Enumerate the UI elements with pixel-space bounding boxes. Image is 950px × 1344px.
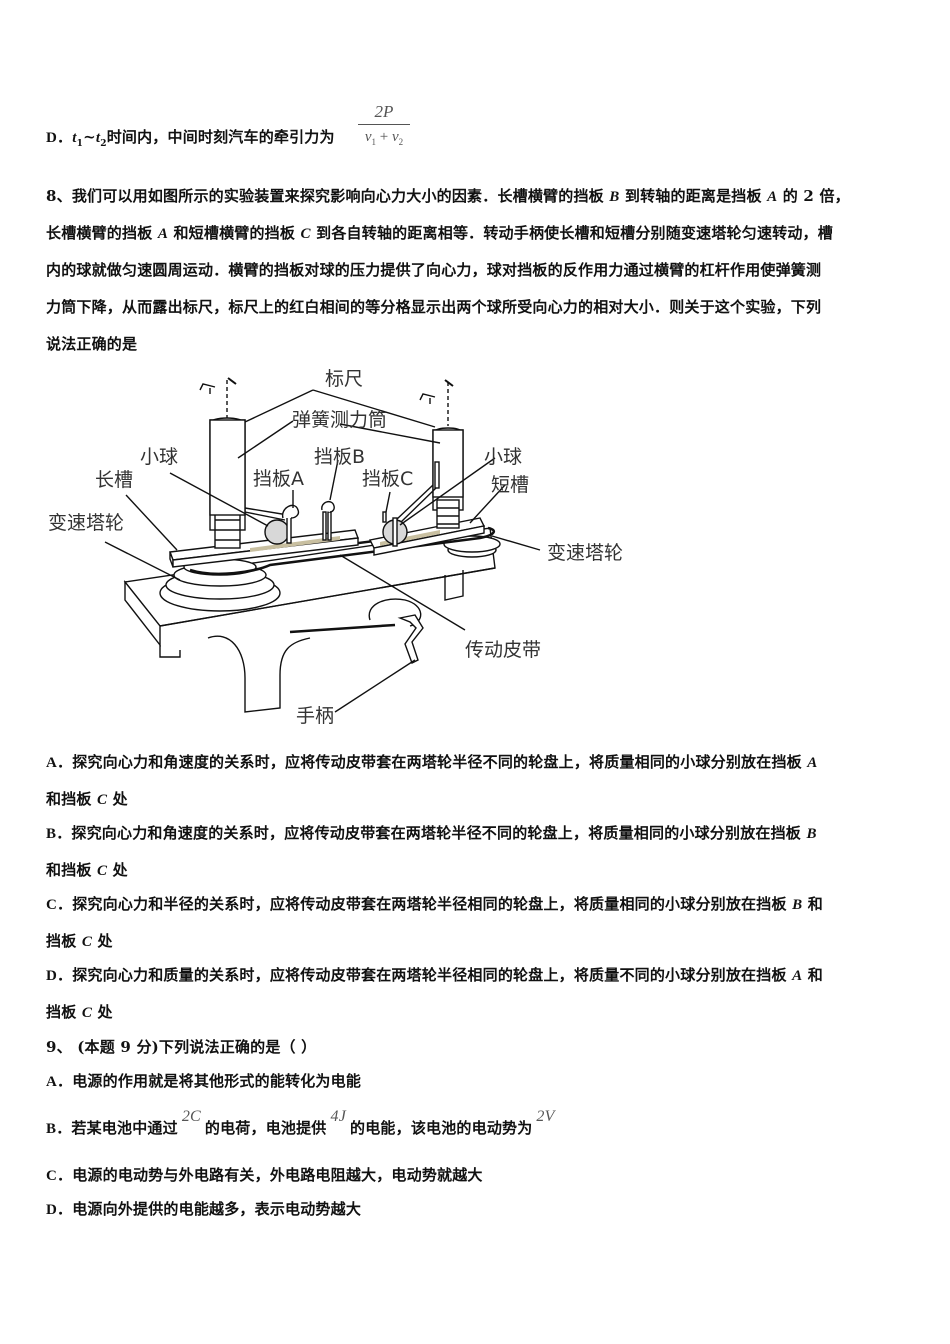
option-label: A． [46,1074,73,1090]
label-long-slot: 长槽 [95,469,133,491]
label-baffle-a: 挡板A [253,468,304,490]
q8-stem-line-4: 力筒下降，从而露出标尺，标尺上的红白相间的等分格显示出两个球所受向心力的相对大小… [46,298,822,316]
q8-stem-line-1: 8、我们可以用如图所示的实验装置来探究影响向心力大小的因素．长槽横臂的挡板 B … [46,187,850,205]
q9-option-c: C．电源的电动势与外电路有关，外电路电阻越大，电动势就越大 [46,1166,483,1184]
math-charge: 2C [181,1108,201,1125]
q8-option-d-cont: 挡板 C 处 [46,1003,113,1021]
apparatus-diagram: 标尺 弹簧测力筒 小球 挡板B 小球 长槽 挡板A 挡板C 短槽 变速塔轮 变速… [48,368,623,727]
centripetal-force-apparatus-figure: 标尺 弹簧测力筒 小球 挡板B 小球 长槽 挡板A 挡板C 短槽 变速塔轮 变速… [40,360,660,735]
label-tower-wheel-right: 变速塔轮 [547,542,623,564]
label-tower-wheel-left: 变速塔轮 [48,512,124,534]
label-short-slot: 短槽 [491,474,529,496]
q8-option-c-cont: 挡板 C 处 [46,932,113,950]
option-label: C． [46,1168,73,1184]
label-handle: 手柄 [296,705,334,727]
q8-option-c: C．探究向心力和半径的关系时，应将传动皮带套在两塔轮半径相同的轮盘上，将质量相同… [46,895,823,913]
q8-option-d: D．探究向心力和质量的关系时，应将传动皮带套在两塔轮半径相同的轮盘上，将质量不同… [46,966,823,984]
q9-option-b: B．若某电池中通过2C的电荷，电池提供4J的电能，该电池的电动势为2V [46,1108,555,1137]
q9-stem: 9、 (本题 9 分)下列说法正确的是（ ） [46,1038,317,1056]
q8-stem-line-5: 说法正确的是 [46,335,138,353]
math-emf: 2V [536,1108,555,1125]
q8-option-b-cont: 和挡板 C 处 [46,861,128,879]
math-energy: 4J [330,1108,347,1125]
label-baffle-b: 挡板B [314,446,365,468]
option-label: B． [46,1121,72,1137]
q8-stem-line-3: 内的球就做匀速圆周运动．横臂的挡板对球的压力提供了向心力，球对挡板的反作用力通过… [46,261,822,279]
label-belt: 传动皮带 [465,639,541,661]
q9-option-a: A．电源的作用就是将其他形式的能转化为电能 [46,1072,362,1090]
option-label: D． [46,1202,73,1218]
label-ball-left: 小球 [140,446,178,468]
fraction-bar [358,124,410,125]
label-baffle-c: 挡板C [362,468,413,490]
q8-stem-line-2: 长槽横臂的挡板 A 和短槽横臂的挡板 C 到各自转轴的距离相等．转动手柄使长槽和… [46,224,833,242]
option-label: D． [46,130,73,146]
label-ball-right: 小球 [484,446,522,468]
q8-option-a: A．探究向心力和角速度的关系时，应将传动皮带套在两塔轮半径不同的轮盘上，将质量相… [46,753,818,771]
q9-option-d: D．电源向外提供的电能越多，表示电动势越大 [46,1200,362,1218]
option-label: B． [46,826,72,842]
label-spring-cylinder: 弹簧测力筒 [292,409,387,431]
option-label: D． [46,968,73,984]
q8-option-b: B．探究向心力和角速度的关系时，应将传动皮带套在两塔轮半径不同的轮盘上，将质量相… [46,824,817,842]
label-ruler: 标尺 [325,368,363,390]
formula-numerator: 2P [374,102,394,121]
traction-force-formula: 2P v1 + v2 [358,100,410,152]
prev-option-d: D．t1~t2时间内，中间时刻汽车的牵引力为 [46,128,335,149]
option-label: C． [46,897,73,913]
q8-option-a-cont: 和挡板 C 处 [46,790,128,808]
formula-denominator: v1 + v2 [364,129,404,147]
option-label: A． [46,755,73,771]
